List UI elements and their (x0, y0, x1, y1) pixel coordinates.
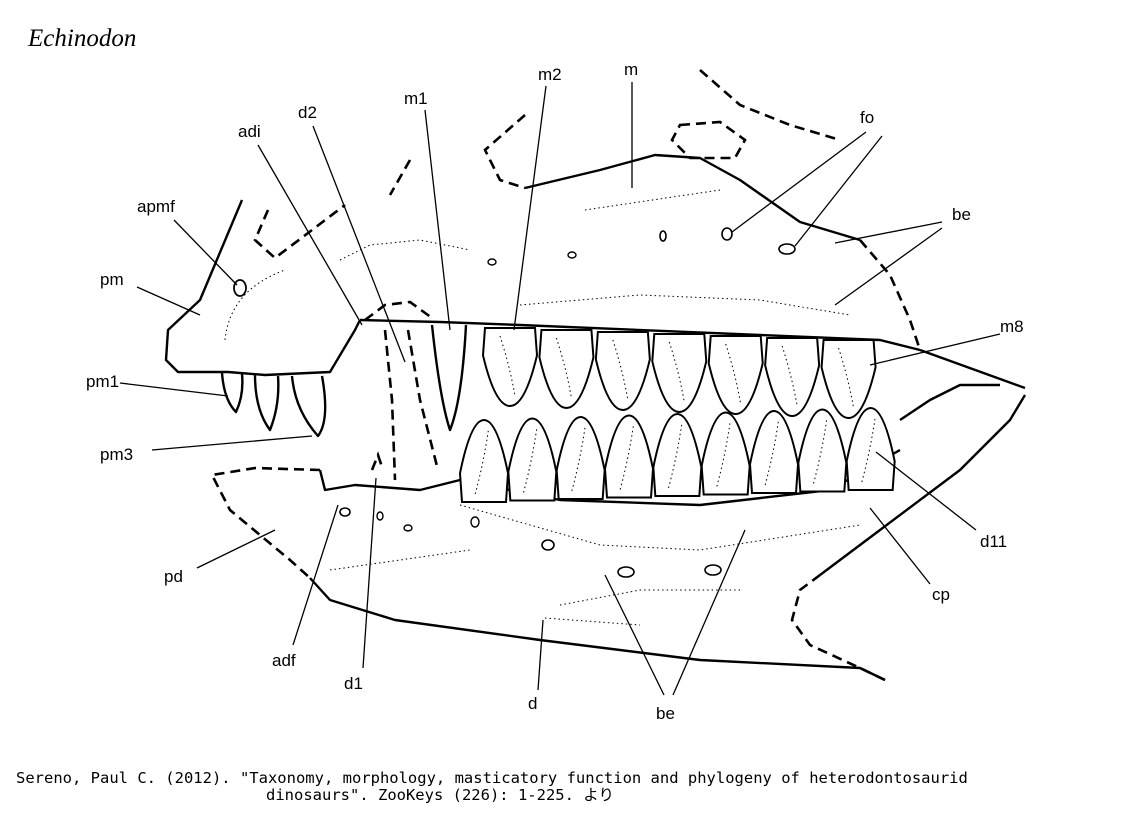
label-d1: d1 (344, 674, 363, 693)
tooth-ridge (781, 345, 798, 407)
label-cp: cp (932, 585, 950, 604)
figure-title: Echinodon (27, 25, 136, 52)
maxillary-teeth (481, 327, 877, 420)
label-d: d (528, 694, 537, 713)
label-fo: fo (860, 108, 874, 127)
premaxillary-teeth (220, 372, 327, 438)
tooth-ridge (838, 347, 855, 409)
dentary-tooth (797, 408, 848, 493)
label-be-upper: be (952, 205, 971, 224)
dentary-tooth (603, 414, 655, 499)
tooth-ridge (725, 343, 742, 405)
tooth-ridge (861, 417, 876, 483)
dentary-tooth (555, 415, 606, 500)
dentary-tooth (748, 409, 800, 494)
maxillary-tooth (651, 333, 708, 414)
label-m8: m8 (1000, 317, 1024, 336)
tooth-ridge (555, 337, 572, 399)
tooth-ridge (499, 335, 516, 397)
label-m2: m2 (538, 65, 562, 84)
tooth-ridge (668, 423, 683, 489)
label-pm1: pm1 (86, 372, 119, 391)
label-pm3: pm3 (100, 445, 133, 464)
citation-caption: Sereno, Paul C. (2012). "Taxonomy, morph… (16, 770, 968, 804)
label-pd: pd (164, 567, 183, 586)
skull-outline (164, 69, 1027, 682)
tooth-ridge (571, 426, 586, 492)
maxillary-tooth (481, 327, 539, 408)
dentary-tooth (700, 411, 751, 496)
maxillary-tooth (594, 331, 651, 412)
tooth-ridge (716, 422, 731, 487)
label-apmf: apmf (137, 197, 175, 216)
dentary-tooth (458, 418, 510, 503)
tooth-ridge (619, 425, 634, 490)
leader-lines (119, 82, 1001, 696)
label-m: m (624, 60, 638, 79)
maxillary-tooth (707, 335, 764, 416)
label-be-lower: be (656, 704, 675, 723)
tooth-ridge (813, 419, 828, 484)
dentary-teeth (458, 406, 896, 503)
label-adf: adf (272, 651, 296, 670)
tooth-ridge (474, 429, 489, 495)
tooth-ridge (612, 339, 629, 401)
label-m1: m1 (404, 89, 428, 108)
caption-line-1: Sereno, Paul C. (2012). "Taxonomy, morph… (16, 769, 968, 787)
tooth-ridge (668, 341, 685, 403)
dentary-tooth (507, 417, 558, 502)
maxillary-tooth (764, 337, 821, 418)
label-pm: pm (100, 270, 124, 289)
label-d11: d11 (980, 532, 1007, 551)
tooth-ridge (764, 420, 779, 486)
caption-line-2: dinosaurs". ZooKeys (226): 1-225. より (266, 786, 614, 804)
label-adi: adi (238, 122, 261, 141)
maxillary-tooth (820, 339, 877, 420)
dentary-tooth (845, 406, 896, 491)
tooth-ridge (523, 428, 538, 493)
maxillary-tooth (538, 329, 595, 410)
label-d2: d2 (298, 103, 317, 122)
anatomical-labels: m1 m2 m adi d2 fo apmf be pm m8 pm1 pm3 … (86, 60, 1024, 723)
dentary-tooth (652, 412, 703, 497)
